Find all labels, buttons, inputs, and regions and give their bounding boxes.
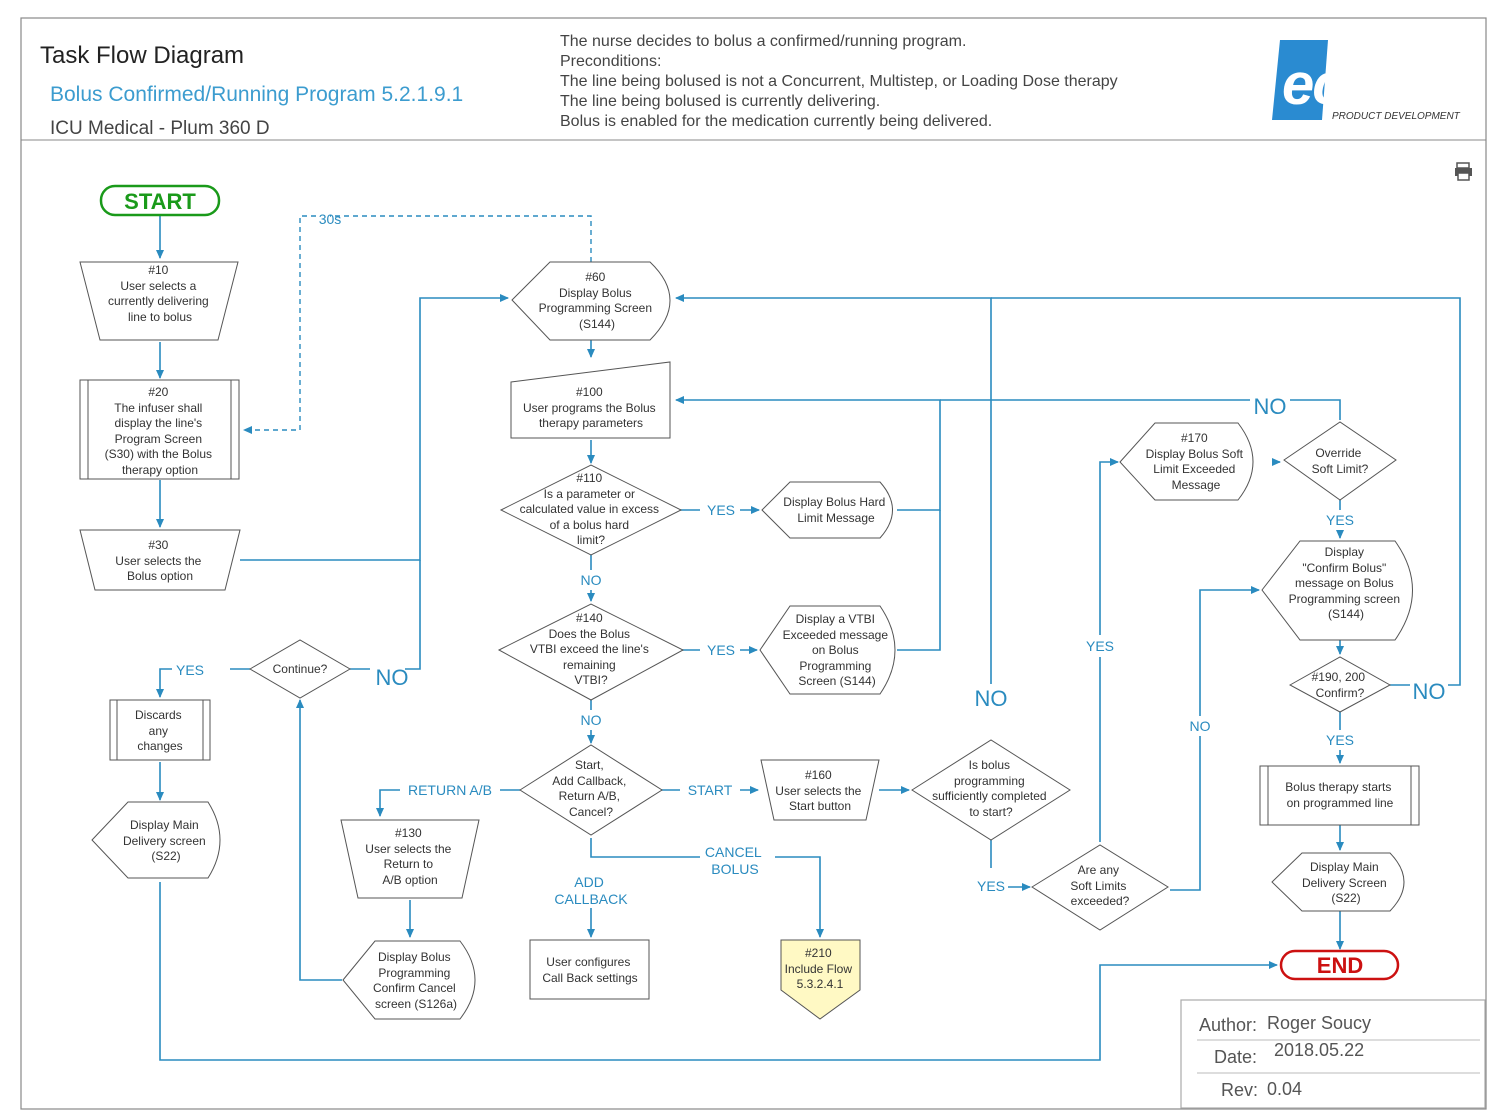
node-110: #110 Is a parameter or calculated value … (499, 464, 683, 556)
start-label: START (124, 189, 196, 214)
page-title: Task Flow Diagram (40, 42, 244, 69)
display-main-left-text: Display Main Delivery screen (S22) (123, 818, 209, 863)
node-190-200: #190, 200 Confirm? (1288, 656, 1392, 713)
node-210: #210 Include Flow 5.3.2.4.1 (780, 939, 861, 1020)
rev-value: 0.04 (1267, 1079, 1302, 1099)
label-30s: 30s (319, 211, 342, 227)
node-20: #20 The infuser shall display the line's… (79, 379, 240, 480)
node-140: #140 Does the Bolus VTBI exceed the line… (497, 603, 685, 701)
label-yes-sufficient: YES (977, 878, 1005, 894)
description-line-5: Bolus is enabled for the medication curr… (560, 113, 992, 130)
label-no-sufficient: NO (975, 686, 1008, 711)
node-210-text: #210 Include Flow 5.3.2.4.1 (785, 946, 856, 991)
soft-limits-decision: Are any Soft Limits exceeded? (1031, 844, 1169, 931)
vtbi-message: Display a VTBI Exceeded message on Bolus… (759, 605, 896, 695)
node-10-text: #10 User selects a currently delivering … (108, 263, 212, 324)
override-decision: Override Soft Limit? (1283, 421, 1397, 501)
label-no-110: NO (581, 572, 602, 588)
display-main-right: Display Main Delivery Screen (S22) (1271, 852, 1405, 912)
start-decision-text: Start, Add Callback, Return A/B, Cancel? (552, 758, 629, 819)
label-no-override: NO (1254, 394, 1287, 419)
node-30: #30 User selects the Bolus option (79, 529, 241, 591)
node-110-text: #110 Is a parameter or calculated value … (520, 471, 663, 547)
end-node: END (1279, 949, 1400, 981)
label-yes-confirm: YES (1326, 732, 1354, 748)
label-start: START (688, 782, 733, 798)
node-30-text: #30 User selects the Bolus option (115, 538, 204, 583)
node-160: #160 User selects the Start button (760, 759, 880, 821)
label-yes-110: YES (707, 502, 735, 518)
node-170-text: #170 Display Bolus Soft Limit Exceeded M… (1146, 431, 1247, 492)
label-no-soft: NO (1190, 718, 1211, 734)
hard-limit-message: Display Bolus Hard Limit Message (761, 481, 893, 539)
node-130: #130 User selects the Return to A/B opti… (340, 819, 480, 899)
label-cancel-bolus: CANCEL BOLUS (705, 844, 765, 877)
label-no-140: NO (581, 712, 602, 728)
label-no-continue: NO (376, 665, 409, 690)
node-20-text: #20 The infuser shall display the line's… (105, 385, 216, 477)
meta-box: Author: Roger Soucy Date: 2018.05.22 Rev… (1180, 999, 1486, 1109)
therapy-starts: Bolus therapy starts on programmed line (1259, 765, 1420, 826)
date-label: Date: (1214, 1047, 1257, 1067)
label-return-ab: RETURN A/B (408, 782, 492, 798)
device-name: ICU Medical - Plum 360 D (50, 118, 270, 139)
node-190-text: #190, 200 Confirm? (1312, 670, 1369, 700)
discards-node: Discards any changes (109, 699, 211, 761)
confirm-bolus-text: Display "Confirm Bolus" message on Bolus… (1289, 545, 1404, 621)
flow-subtitle: Bolus Confirmed/Running Program 5.2.1.9.… (50, 83, 463, 106)
therapy-starts-text: Bolus therapy starts on programmed line (1285, 780, 1394, 810)
node-10: #10 User selects a currently delivering … (79, 261, 239, 341)
node-60-text: #60 Display Bolus Programming Screen (S1… (539, 270, 656, 331)
continue-text: Continue? (273, 662, 328, 676)
outer-border (20, 17, 1487, 1110)
node-100: #100 User programs the Bolus therapy par… (510, 361, 671, 439)
start-decision: Start, Add Callback, Return A/B, Cancel? (519, 744, 663, 836)
sufficient-decision: Is bolus programming sufficiently comple… (911, 739, 1071, 841)
continue-decision: Continue? (249, 639, 351, 699)
label-yes-continue: YES (176, 662, 204, 678)
node-100-text: #100 User programs the Bolus therapy par… (523, 385, 659, 430)
node-170: #170 Display Bolus Soft Limit Exceeded M… (1119, 422, 1254, 501)
node-140-text: #140 Does the Bolus VTBI exceed the line… (530, 611, 652, 687)
hard-limit-text: Display Bolus Hard Limit Message (783, 495, 888, 525)
logo-word: eclipse (1282, 52, 1465, 117)
start-node: START (99, 184, 221, 217)
callback-settings: User configures Call Back settings (529, 939, 650, 1000)
label-yes-soft: YES (1086, 638, 1114, 654)
printer-icon[interactable] (1455, 162, 1472, 181)
date-value: 2018.05.22 (1274, 1040, 1364, 1060)
node-60: #60 Display Bolus Programming Screen (S1… (511, 261, 671, 341)
author-label: Author: (1199, 1015, 1257, 1035)
confirm-cancel-text: Display Bolus Programming Confirm Cancel… (373, 950, 459, 1011)
author-value: Roger Soucy (1267, 1013, 1371, 1033)
confirm-cancel-screen: Display Bolus Programming Confirm Cancel… (342, 940, 476, 1020)
description-line-2: Preconditions: (560, 53, 661, 70)
description-line-3: The line being bolused is not a Concurre… (560, 73, 1118, 90)
rev-label: Rev: (1221, 1080, 1258, 1100)
description-line-1: The nurse decides to bolus a confirmed/r… (560, 33, 966, 50)
edge-labels: 30s YES NO YES NO RETURN A/B START CANCE… (176, 211, 1446, 907)
override-text: Override Soft Limit? (1312, 446, 1369, 476)
end-label: END (1317, 953, 1363, 978)
label-yes-140: YES (707, 642, 735, 658)
node-160-text: #160 User selects the Start button (775, 768, 864, 813)
logo-tagline: PRODUCT DEVELOPMENT (1332, 111, 1461, 122)
display-main-left: Display Main Delivery screen (S22) (91, 801, 221, 879)
description-line-4: The line being bolused is currently deli… (560, 93, 880, 110)
label-no-confirm: NO (1413, 679, 1446, 704)
display-main-right-text: Display Main Delivery Screen (S22) (1302, 860, 1390, 905)
discards-text: Discards any changes (135, 708, 185, 753)
label-add-callback: ADD CALLBACK (554, 874, 628, 907)
confirm-bolus-message: Display "Confirm Bolus" message on Bolus… (1261, 540, 1413, 641)
callback-settings-text: User configures Call Back settings (542, 955, 637, 985)
eclipse-logo: eclipse PRODUCT DEVELOPMENT (1272, 40, 1467, 122)
node-130-text: #130 User selects the Return to A/B opti… (365, 826, 454, 887)
sufficient-text: Is bolus programming sufficiently comple… (932, 758, 1050, 819)
label-yes-override: YES (1326, 512, 1354, 528)
soft-limits-text: Are any Soft Limits exceeded? (1070, 863, 1129, 908)
vtbi-message-text: Display a VTBI Exceeded message on Bolus… (783, 612, 892, 688)
flow-edges (156, 215, 1461, 1061)
